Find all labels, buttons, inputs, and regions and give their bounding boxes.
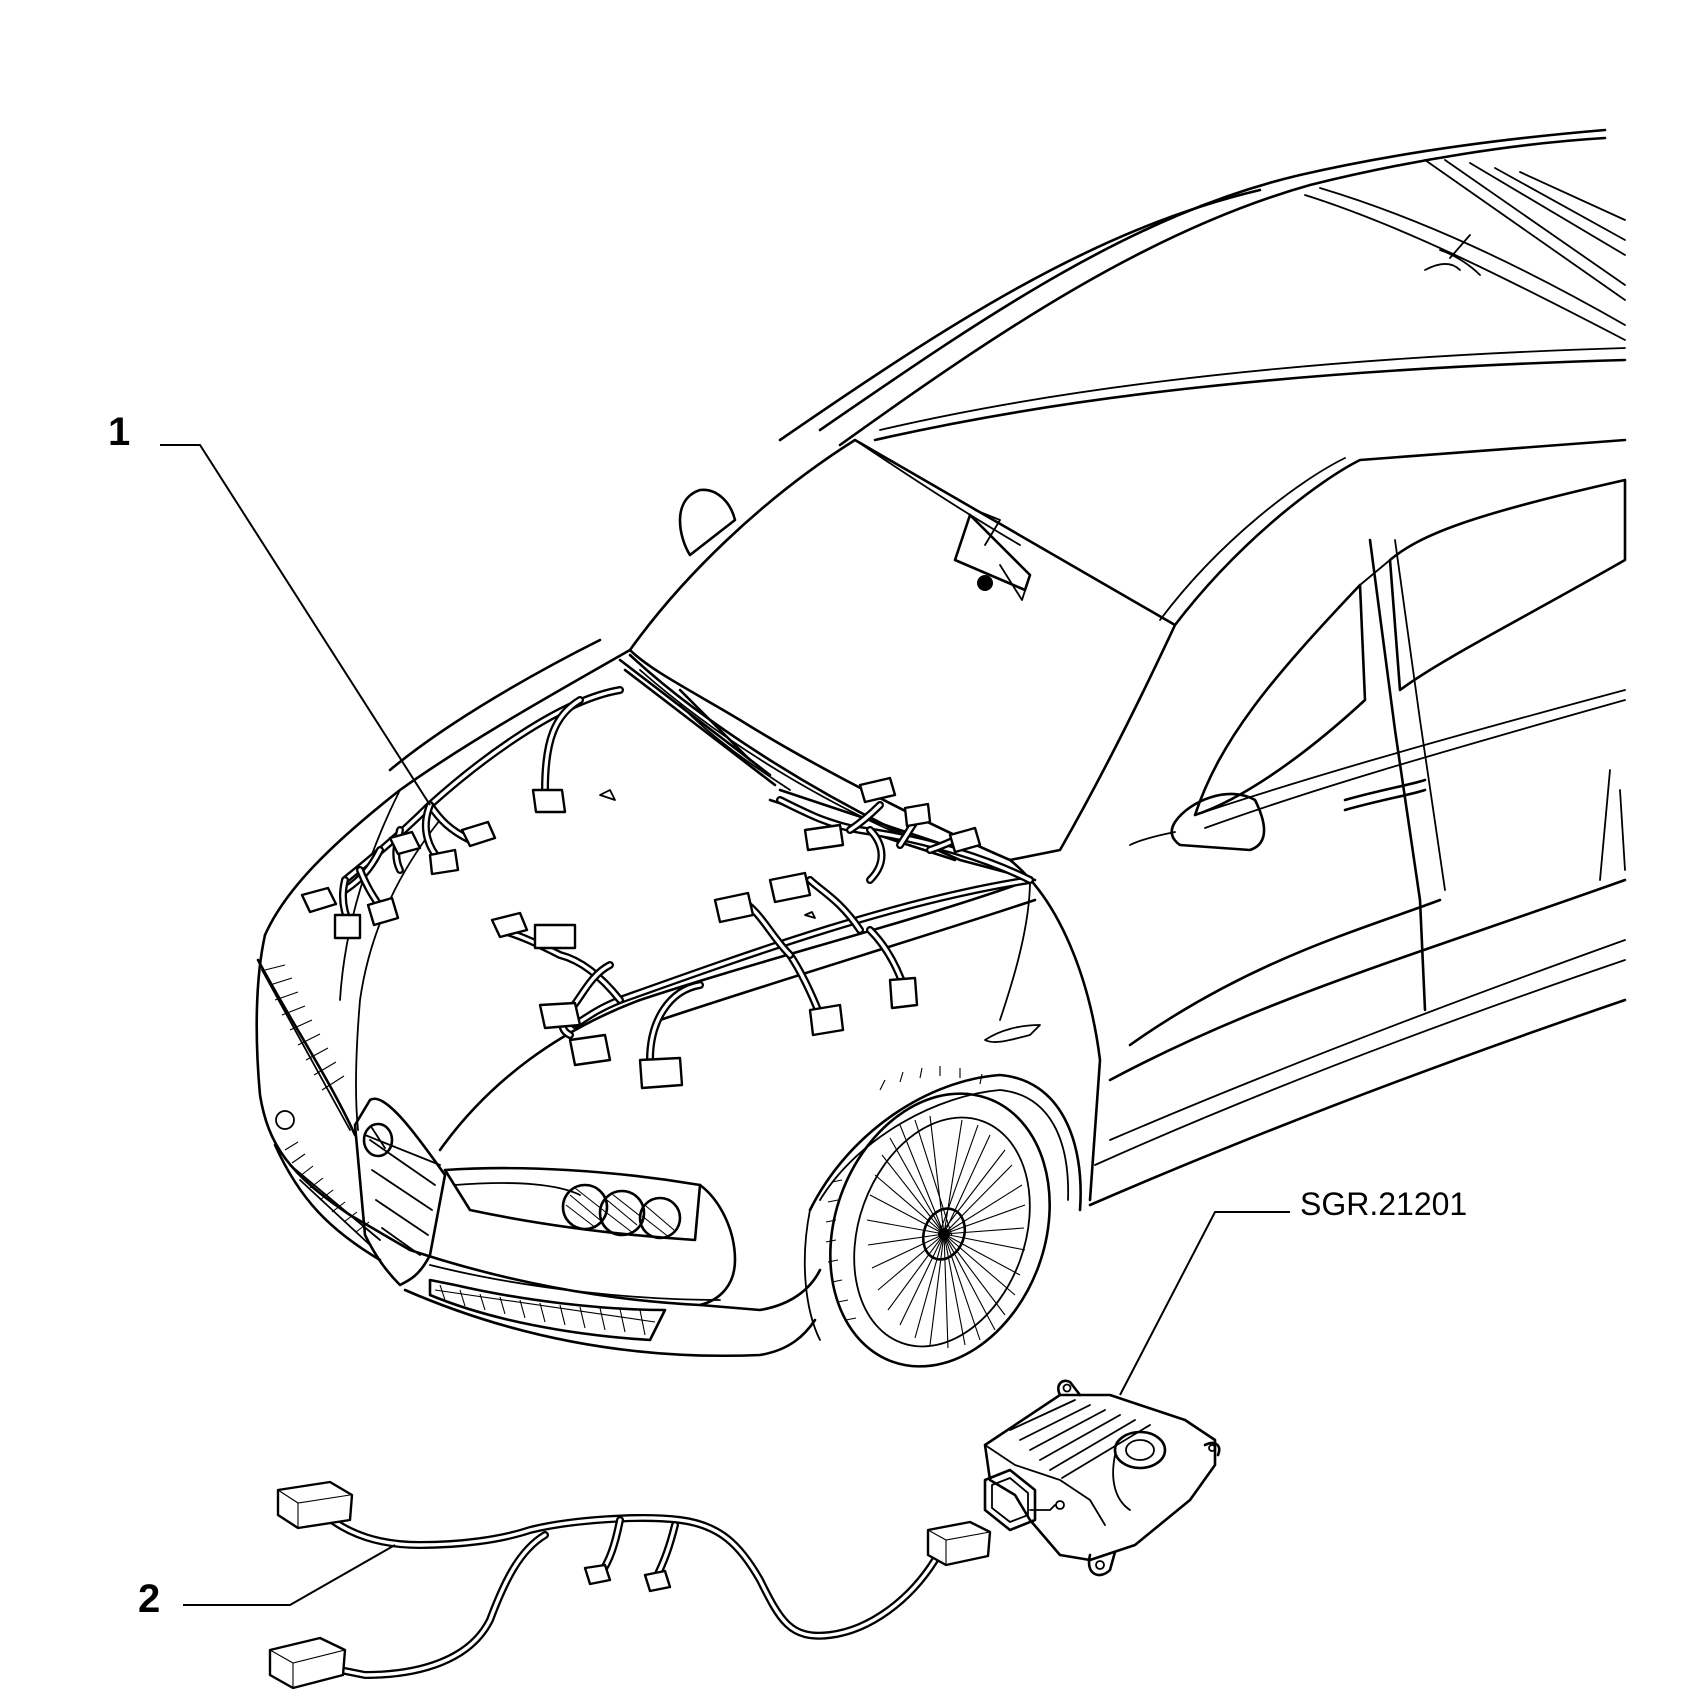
callout-2: 2	[138, 1544, 396, 1621]
front-grille	[353, 1097, 447, 1287]
callout-1: 1	[108, 410, 431, 806]
headlights	[443, 1166, 702, 1242]
control-module	[983, 1379, 1221, 1577]
callout-number-1: 1	[108, 410, 130, 454]
reference-code: SGR.21201	[1300, 1186, 1467, 1222]
engine-harness-part-2	[268, 1480, 992, 1690]
reference-label: SGR.21201	[1119, 1186, 1467, 1396]
front-wheel	[825, 1066, 1051, 1368]
callout-number-2: 2	[138, 1577, 160, 1621]
engine-harness-part-1	[300, 686, 1034, 1090]
